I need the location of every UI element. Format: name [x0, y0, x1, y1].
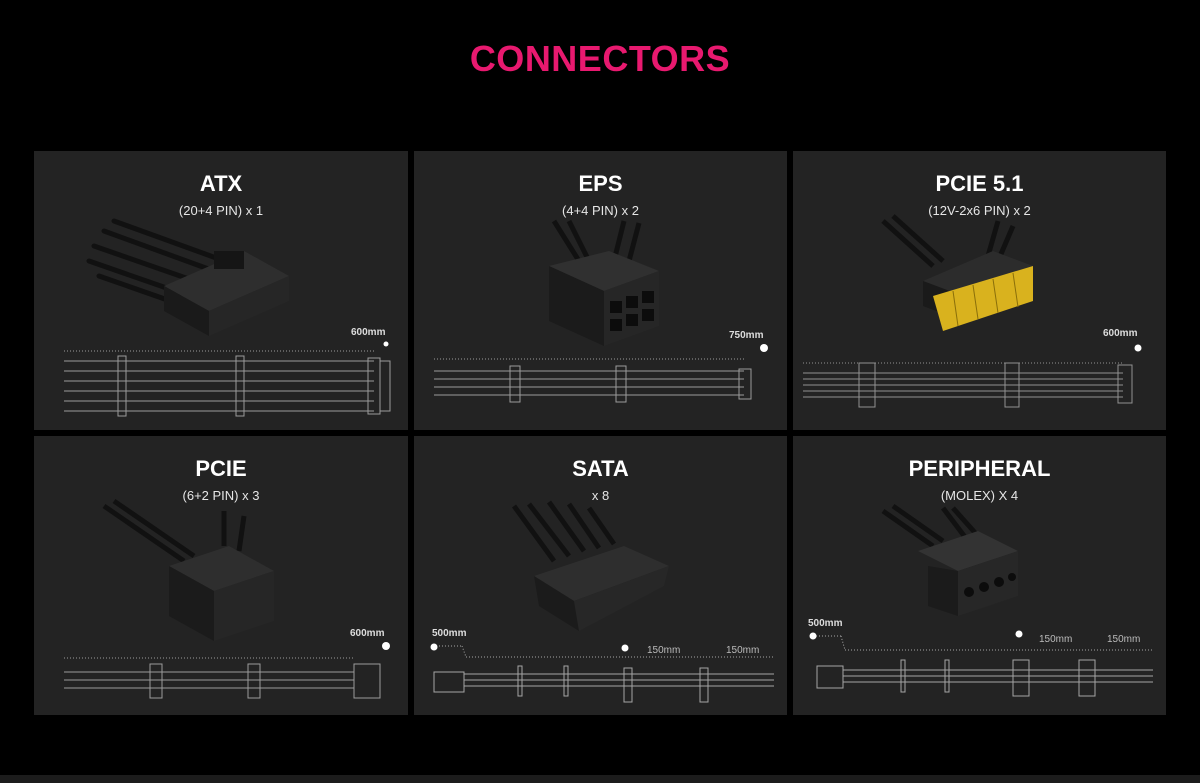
connector-card-pcie51: PCIE 5.1 (12V-2x6 PIN) x 2 600mm — [793, 151, 1166, 430]
cable-length: 600mm — [351, 327, 386, 338]
connector-card-atx: ATX (20+4 PIN) x 1 600mm — [34, 151, 408, 430]
connector-card-pcie: PCIE (6+2 PIN) x 3 600mm — [34, 436, 408, 715]
connector-name: PCIE — [195, 456, 247, 481]
pcie-connector-illustration — [64, 498, 390, 699]
connector-spec: x 8 — [591, 488, 610, 503]
bottom-strip — [0, 775, 1200, 783]
connector-spec: (4+4 PIN) x 2 — [562, 203, 639, 218]
connector-card-peripheral: PERIPHERAL (MOLEX) X 4 500mm 150mm 150mm — [793, 436, 1166, 715]
cable-length: 600mm — [350, 628, 385, 639]
connector-name: PCIE 5.1 — [935, 171, 1024, 196]
cable-length: 150mm — [726, 645, 760, 656]
cable-length: 150mm — [1039, 634, 1073, 645]
connector-name: PERIPHERAL — [908, 456, 1051, 481]
cable-length: 500mm — [808, 618, 843, 629]
connector-card-eps: EPS (4+4 PIN) x 2 750mm — [414, 151, 787, 430]
connector-name: EPS — [578, 171, 623, 196]
cable-length: 600mm — [1103, 328, 1138, 339]
connector-spec: (MOLEX) X 4 — [940, 488, 1019, 503]
connector-name: SATA — [572, 456, 629, 481]
cable-length: 750mm — [729, 330, 764, 341]
eps-connector-illustration — [434, 219, 768, 403]
sata-connector-illustration — [430, 500, 774, 703]
cable-length: 150mm — [1107, 634, 1141, 645]
page-title: CONNECTORS — [469, 38, 731, 79]
atx-connector-illustration — [64, 218, 391, 417]
connector-name: ATX — [199, 171, 243, 196]
cable-length: 150mm — [647, 645, 681, 656]
pcie51-connector-illustration — [803, 214, 1142, 408]
connectors-grid: ATX (20+4 PIN) x 1 600mm EPS (4+4 PIN) x… — [34, 151, 1166, 715]
connector-spec: (6+2 PIN) x 3 — [182, 488, 260, 503]
connector-spec: (12V-2x6 PIN) x 2 — [928, 203, 1031, 218]
connector-card-sata: SATA x 8 500mm 150mm 150mm — [414, 436, 787, 715]
connector-spec: (20+4 PIN) x 1 — [178, 203, 264, 218]
molex-connector-illustration — [809, 503, 1153, 697]
cable-length: 500mm — [432, 628, 467, 639]
